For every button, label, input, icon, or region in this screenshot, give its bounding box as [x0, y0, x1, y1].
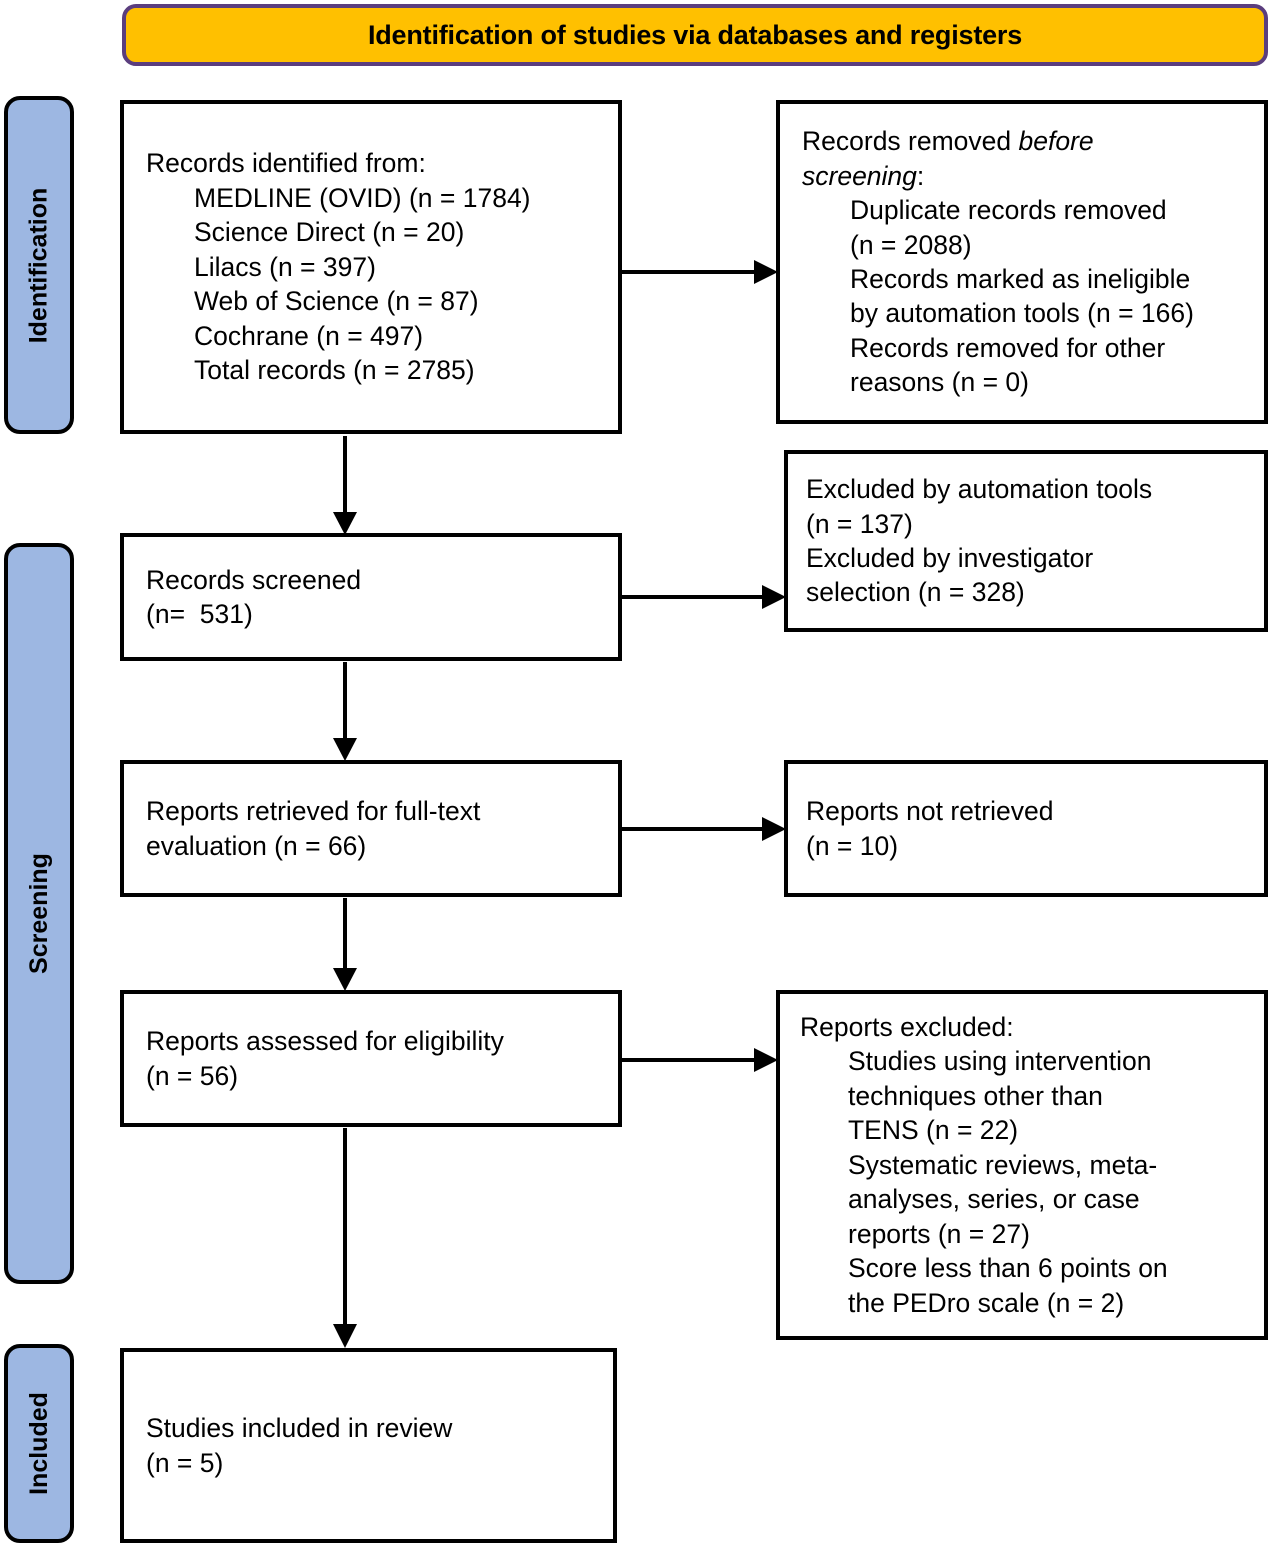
text-line: Records screened — [146, 564, 362, 595]
stage-label-identification-text: Identification — [24, 187, 53, 343]
arrow-identified-to-screened — [330, 436, 360, 536]
text-segment: : — [916, 160, 925, 191]
text-line: Studies included in review — [146, 1413, 453, 1444]
arrow-retrieved-to-not-retrieved — [620, 815, 792, 843]
arrow-assessed-to-excluded — [620, 1046, 784, 1074]
phase-banner-title: Identification of studies via databases … — [367, 19, 1023, 50]
stage-label-screening: Screening — [4, 543, 74, 1284]
text-line: Science Direct (n = 20) — [194, 217, 465, 248]
text-line: Records removed for other — [850, 332, 1166, 363]
box-records-screened-body: Records screened (n= 531) — [124, 563, 618, 632]
text-line: (n = 10) — [806, 830, 899, 861]
text-line: Cochrane (n = 497) — [194, 320, 424, 351]
box-studies-included-in-review: Studies included in review (n = 5) — [120, 1348, 617, 1543]
stage-label-screening-text: Screening — [24, 853, 53, 974]
text-line: Systematic reviews, meta- — [848, 1149, 1158, 1180]
text-line: Records removed before — [802, 124, 1250, 158]
box-reports-excluded-body: Reports excluded: Studies using interven… — [780, 1010, 1264, 1320]
text-line: screening: — [802, 159, 1250, 193]
text-line: TENS (n = 22) — [848, 1115, 1019, 1146]
text-line: Duplicate records removed — [850, 195, 1167, 226]
text-line: techniques other than — [848, 1080, 1103, 1111]
text-line: Reports not retrieved — [806, 796, 1054, 827]
box-reports-excluded: Reports excluded: Studies using interven… — [776, 990, 1268, 1340]
box-reports-assessed-body: Reports assessed for eligibility (n = 56… — [124, 1024, 618, 1093]
box-studies-included-body: Studies included in review (n = 5) — [124, 1411, 613, 1480]
box-excluded-at-screening: Excluded by automation tools (n = 137) E… — [784, 450, 1268, 632]
box-records-identified-body: Records identified from: MEDLINE (OVID) … — [124, 146, 618, 387]
text-line: Records marked as ineligible — [850, 264, 1191, 294]
text-line: evaluation (n = 66) — [146, 830, 367, 861]
text-line: Records identified from: — [146, 148, 426, 179]
box-reports-retrieved-body: Reports retrieved for full-text evaluati… — [124, 794, 618, 863]
text-line: by automation tools (n = 166) — [850, 298, 1194, 329]
text-line: Reports retrieved for full-text — [146, 796, 481, 827]
arrow-screened-to-retrieved — [330, 662, 360, 762]
text-segment-italic: before — [1018, 126, 1094, 157]
stage-label-identification: Identification — [4, 96, 74, 434]
arrow-assessed-to-included — [330, 1128, 360, 1350]
text-line: Excluded by automation tools — [806, 474, 1153, 505]
box-reports-assessed-for-eligibility: Reports assessed for eligibility (n = 56… — [120, 990, 622, 1127]
text-line: selection (n = 328) — [806, 577, 1025, 608]
text-line: MEDLINE (OVID) (n = 1784) — [194, 182, 531, 213]
text-line: Excluded by investigator — [806, 543, 1094, 573]
text-line: (n= 531) — [146, 599, 253, 629]
stage-label-included-text: Included — [24, 1392, 53, 1495]
text-line: (n = 2088) — [850, 229, 972, 260]
text-line: Total records (n = 2785) — [194, 355, 475, 386]
stage-label-included: Included — [4, 1344, 74, 1543]
text-line: Studies using intervention — [848, 1046, 1152, 1077]
arrow-screened-to-excluded — [620, 583, 792, 611]
text-line: reasons (n = 0) — [850, 367, 1029, 398]
text-line: (n = 5) — [146, 1447, 224, 1478]
box-reports-retrieved: Reports retrieved for full-text evaluati… — [120, 760, 622, 897]
box-reports-not-retrieved: Reports not retrieved (n = 10) — [784, 760, 1268, 897]
text-segment: Records removed — [802, 126, 1019, 157]
text-line: the PEDro scale (n = 2) — [848, 1287, 1125, 1318]
text-line: Lilacs (n = 397) — [194, 251, 376, 282]
text-segment-italic: screening — [802, 160, 917, 191]
box-excluded-at-screening-body: Excluded by automation tools (n = 137) E… — [788, 472, 1264, 610]
text-line: Web of Science (n = 87) — [194, 286, 479, 317]
arrow-retrieved-to-assessed — [330, 898, 360, 992]
box-records-screened: Records screened (n= 531) — [120, 533, 622, 661]
text-line: Reports excluded: — [800, 1012, 1014, 1043]
box-records-identified: Records identified from: MEDLINE (OVID) … — [120, 100, 622, 434]
box-records-removed-before-screening: Records removed before screening: Duplic… — [776, 100, 1268, 424]
text-line: (n = 56) — [146, 1060, 239, 1091]
text-line: (n = 137) — [806, 508, 913, 539]
phase-banner-identification: Identification of studies via databases … — [122, 4, 1268, 66]
text-line: Reports assessed for eligibility — [146, 1026, 504, 1057]
box-records-removed-body: Records removed before screening: Duplic… — [780, 124, 1264, 400]
text-line: analyses, series, or case — [848, 1184, 1140, 1215]
arrow-identified-to-removed — [620, 258, 780, 286]
box-reports-not-retrieved-body: Reports not retrieved (n = 10) — [788, 794, 1264, 863]
text-line: Score less than 6 points on — [848, 1253, 1168, 1284]
text-line: reports (n = 27) — [848, 1218, 1030, 1249]
